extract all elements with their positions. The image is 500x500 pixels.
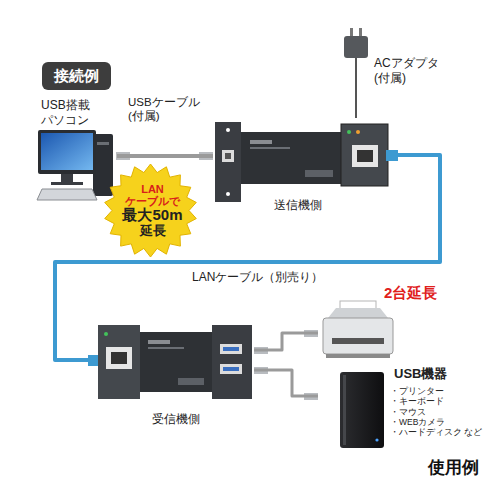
hard-disk-icon <box>343 375 346 445</box>
receiver-device <box>98 325 140 399</box>
hard-disk-icon <box>340 372 384 448</box>
adapter-node: ACアダプタ (付属) <box>340 28 458 92</box>
text-line: 延長 <box>103 224 202 239</box>
receiver-device <box>220 344 242 354</box>
pc-icon <box>38 130 96 174</box>
pc-icon <box>37 130 113 200</box>
printer-icon <box>332 338 384 344</box>
printer-icon <box>323 301 393 358</box>
device-label: ACアダプタ (付属) <box>374 56 439 85</box>
ac-adapter <box>344 28 368 92</box>
hard-disk-icon <box>340 372 384 448</box>
hard-disk-icon <box>375 438 378 441</box>
transmitter-device <box>250 147 290 149</box>
text-line: LAN <box>103 183 202 195</box>
cable-label: USBケーブル (付属) <box>128 96 200 124</box>
text-line: (付属) <box>128 110 200 124</box>
text-line: ・ハードディスク など <box>390 427 482 437</box>
receiver-device <box>220 364 242 374</box>
transmitter-device <box>347 130 351 134</box>
device-list: ・プリンター ・キーボード ・マウス ・WEBカメラ ・ハードディスク など <box>390 386 482 438</box>
pc-icon <box>97 142 109 145</box>
receiver-device <box>104 332 108 336</box>
transmitter-device <box>215 122 388 202</box>
receiver-device <box>178 378 204 385</box>
text-line: ・プリンター <box>390 386 482 396</box>
ac-adapter <box>355 58 357 92</box>
cable-connector <box>355 92 357 118</box>
computer-node: USB搭載 パソコン <box>35 96 117 208</box>
text-line: ・キーボード <box>390 396 482 406</box>
transmitter-device <box>357 150 373 162</box>
note-label: 2台延長 <box>382 284 439 302</box>
callout-text: LAN ケーブルで 最大50m 延長 <box>103 183 202 239</box>
transmitter-device <box>250 140 272 144</box>
usb-devices-node: USB機器・プリンター ・キーボード ・マウス ・WEBカメラ ・ハードディスク… <box>318 300 490 452</box>
cable-connector <box>254 333 318 350</box>
ac-adapter <box>359 28 362 37</box>
usb-plug <box>116 152 213 160</box>
device-label: USB搭載 パソコン <box>41 98 90 127</box>
cable-connector <box>117 154 213 158</box>
printer-icon <box>326 354 390 358</box>
receiver-device <box>212 325 252 399</box>
receiver-device <box>223 347 239 351</box>
text-line: ・マウス <box>390 407 482 417</box>
receiver-node: 受信機側 <box>96 318 254 432</box>
transmitter-node: 送信機側 <box>213 118 390 218</box>
cable-label: LANケーブル（別売り） <box>190 270 325 285</box>
transmitter-device <box>341 124 388 186</box>
receiver-device <box>223 367 239 371</box>
transmitter-device <box>222 150 234 162</box>
device-caption: 受信機側 <box>136 412 216 427</box>
ac-adapter <box>344 36 368 58</box>
callout-burst: LAN ケーブルで 最大50m 延長 <box>103 163 202 258</box>
receiver-device <box>148 340 170 344</box>
usage-caption: 使用例 <box>428 458 479 479</box>
transmitter-device <box>352 145 378 167</box>
text-line: (付属) <box>374 71 439 86</box>
receiver-device <box>140 332 212 392</box>
text-line: 最大50m <box>103 207 202 224</box>
usb-plug <box>254 330 318 400</box>
pc-icon <box>51 182 83 185</box>
pc-icon <box>41 133 93 170</box>
transmitter-device <box>215 122 241 202</box>
text-line: 送信機側 <box>253 198 343 213</box>
printer-icon <box>328 308 388 318</box>
cable-connector <box>254 370 318 396</box>
ac-adapter <box>350 28 353 37</box>
text-line: ・WEBカメラ <box>390 417 482 427</box>
transmitter-device <box>241 132 341 184</box>
transmitter-device <box>356 130 360 134</box>
text-line: USB搭載 <box>41 98 90 113</box>
text-line: ケーブルで <box>103 195 202 207</box>
pc-icon <box>37 189 97 200</box>
receiver-device <box>111 352 127 364</box>
pc-icon <box>61 174 73 182</box>
text-line: パソコン <box>41 113 90 128</box>
text-line: USBケーブル <box>128 96 200 110</box>
device-caption: 送信機側 <box>253 198 343 213</box>
transmitter-device <box>226 128 230 132</box>
diagram-title: 接続例 <box>42 62 111 90</box>
receiver-device <box>98 325 252 399</box>
transmitter-device <box>305 170 333 177</box>
device-heading: USB機器 <box>394 366 447 382</box>
receiver-device <box>106 347 132 369</box>
cable-connector <box>55 155 440 360</box>
transmitter-device <box>226 192 230 196</box>
receiver-device <box>148 347 184 349</box>
printer-icon <box>323 318 393 354</box>
text-line: LANケーブル（別売り） <box>192 270 323 285</box>
transmitter-device <box>225 153 231 159</box>
text-line: 受信機側 <box>136 412 216 427</box>
text-line: ACアダプタ <box>374 56 439 71</box>
text-line: USB機器 <box>394 366 447 382</box>
